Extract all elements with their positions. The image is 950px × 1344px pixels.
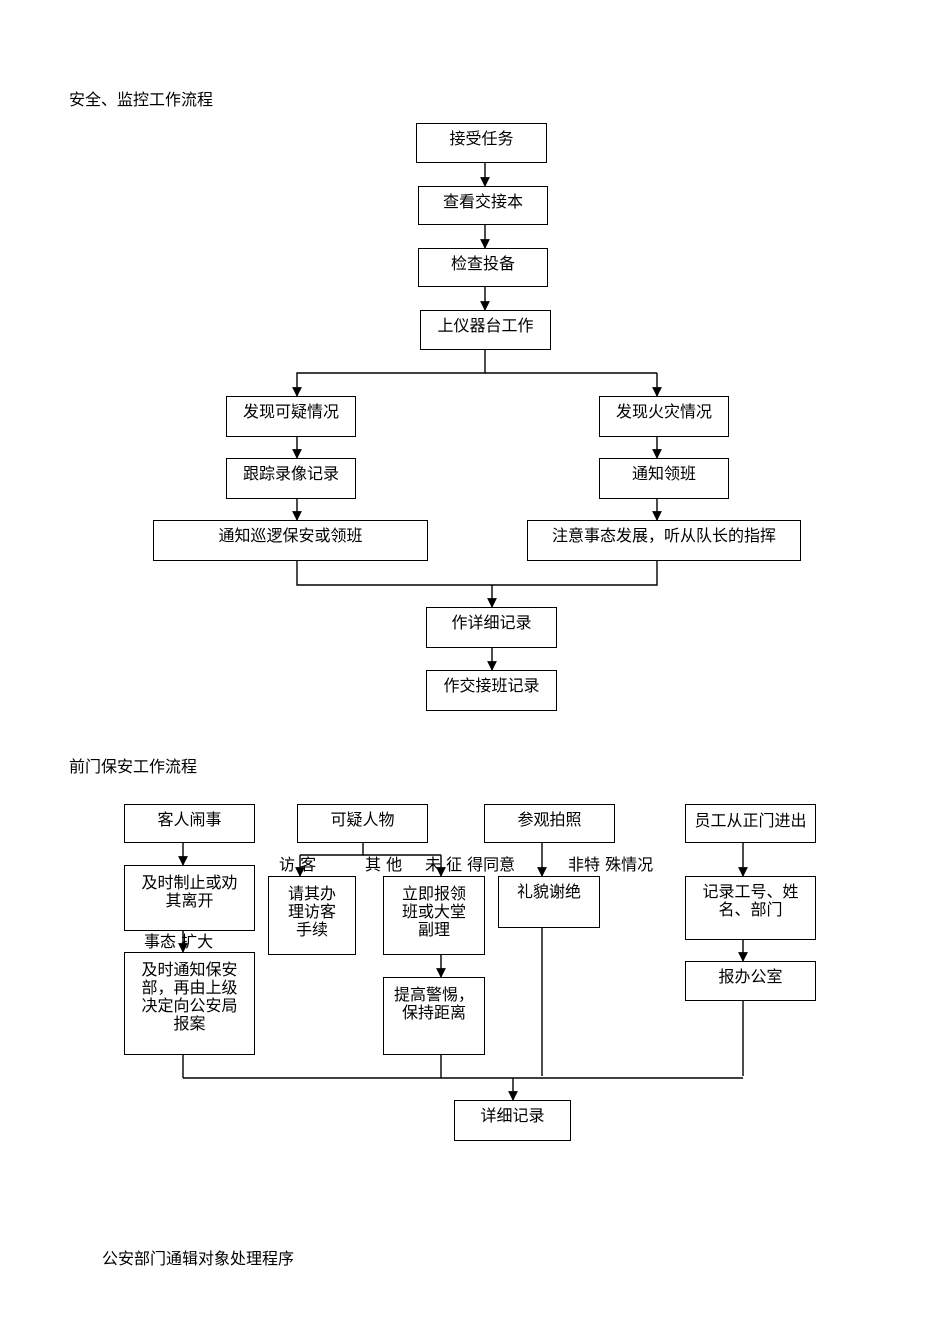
box-staff-entry: 员工从正门进出 [685, 804, 816, 843]
box-notify-patrol: 通知巡逻保安或领班 [153, 520, 428, 561]
box-accept-task: 接受任务 [416, 123, 547, 163]
box-polite-refuse: 礼貌谢绝 [498, 876, 600, 928]
box-suspicious-person: 可疑人物 [297, 804, 428, 843]
box-stay-alert: 提高警惕， 保持距离 [383, 977, 485, 1055]
box-handover-record: 作交接班记录 [426, 670, 557, 711]
section2-title: 前门保安工作流程 [69, 757, 198, 776]
box-check-handover-book: 查看交接本 [418, 186, 548, 225]
box-report-supervisor: 立即报领 班或大堂 副理 [383, 876, 485, 955]
box-report-office: 报办公室 [685, 961, 816, 1001]
label-visitor: 访 客 [279, 855, 317, 874]
section3-title: 公安部门通辑对象处理程序 [102, 1249, 295, 1268]
box-guest-trouble: 客人闹事 [124, 804, 255, 843]
label-escalate: 事态 扩大 [144, 932, 214, 951]
split-line [292, 350, 486, 397]
label-other: 其 他 [365, 855, 403, 874]
box-check-equipment: 检查投备 [418, 248, 548, 287]
box-find-fire: 发现火灾情况 [599, 396, 729, 437]
box-visitor-procedure: 请其办 理访客 手续 [268, 876, 356, 955]
label-no-permission: 未 征 得同意 [425, 855, 516, 874]
box-notify-leader: 通知领班 [599, 458, 729, 499]
box-go-to-console: 上仪器台工作 [420, 310, 551, 350]
merge-line [296, 561, 658, 586]
box-detailed-record: 作详细记录 [426, 607, 557, 648]
box-track-record: 跟踪录像记录 [226, 458, 356, 499]
box-stop-or-persuade: 及时制止或劝 其离开 [124, 865, 255, 931]
box-watch-development: 注意事态发展，听从队长的指挥 [527, 520, 801, 561]
box-detail-record: 详细记录 [454, 1100, 571, 1141]
box-record-staff: 记录工号、姓 名、部门 [685, 876, 816, 940]
box-notify-security: 及时通知保安 部，再由上级 决定向公安局 报案 [124, 952, 255, 1055]
section1-title: 安全、监控工作流程 [69, 90, 214, 109]
box-find-suspicious: 发现可疑情况 [226, 396, 356, 437]
label-special-case: 非特 殊情况 [568, 855, 654, 874]
box-sightseeing-photo: 参观拍照 [484, 804, 615, 843]
